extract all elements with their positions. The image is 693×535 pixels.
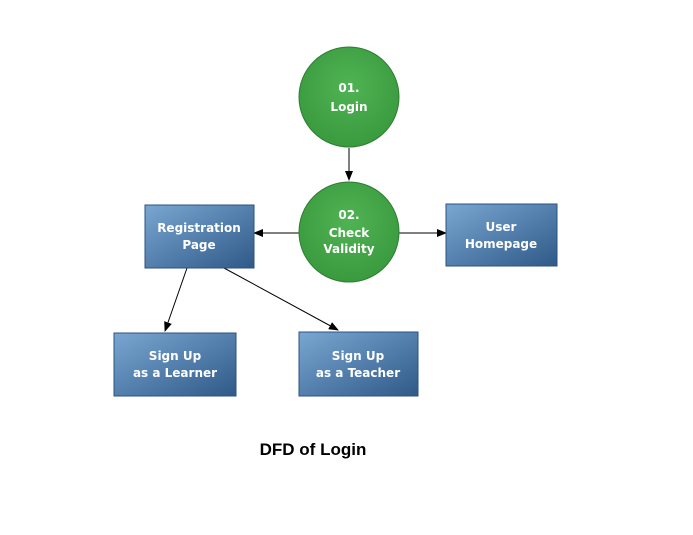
entity-registration-page: Registration Page <box>144 204 255 269</box>
entity-sign-up-teacher: Sign Up as a Teacher <box>298 331 419 397</box>
entity-user-homepage: User Homepage <box>445 203 558 267</box>
process-login-label: Login <box>330 100 367 114</box>
arrow-registration-to-teacher <box>223 267 339 331</box>
entity-user-home-line2: Homepage <box>465 237 537 251</box>
process-login: 01. Login <box>298 46 400 148</box>
process-check-label-line1: Check <box>329 226 371 240</box>
entity-sign-up-learner: Sign Up as a Learner <box>113 332 237 397</box>
diagram-caption: DFD of Login <box>259 440 367 459</box>
entity-learner-line2: as a Learner <box>133 366 217 380</box>
entity-teacher-line1: Sign Up <box>332 349 385 363</box>
entity-teacher-line2: as a Teacher <box>316 366 400 380</box>
process-check-label-line2: Validity <box>323 242 374 256</box>
arrow-registration-to-learner <box>164 267 188 332</box>
process-login-number: 01. <box>338 81 359 95</box>
entity-learner-line1: Sign Up <box>149 349 202 363</box>
process-check-validity: 02. Check Validity <box>298 181 400 283</box>
entity-registration-line2: Page <box>182 238 215 252</box>
entity-registration-line1: Registration <box>157 221 241 235</box>
process-check-number: 02. <box>338 208 359 222</box>
entity-user-home-line1: User <box>486 220 517 234</box>
